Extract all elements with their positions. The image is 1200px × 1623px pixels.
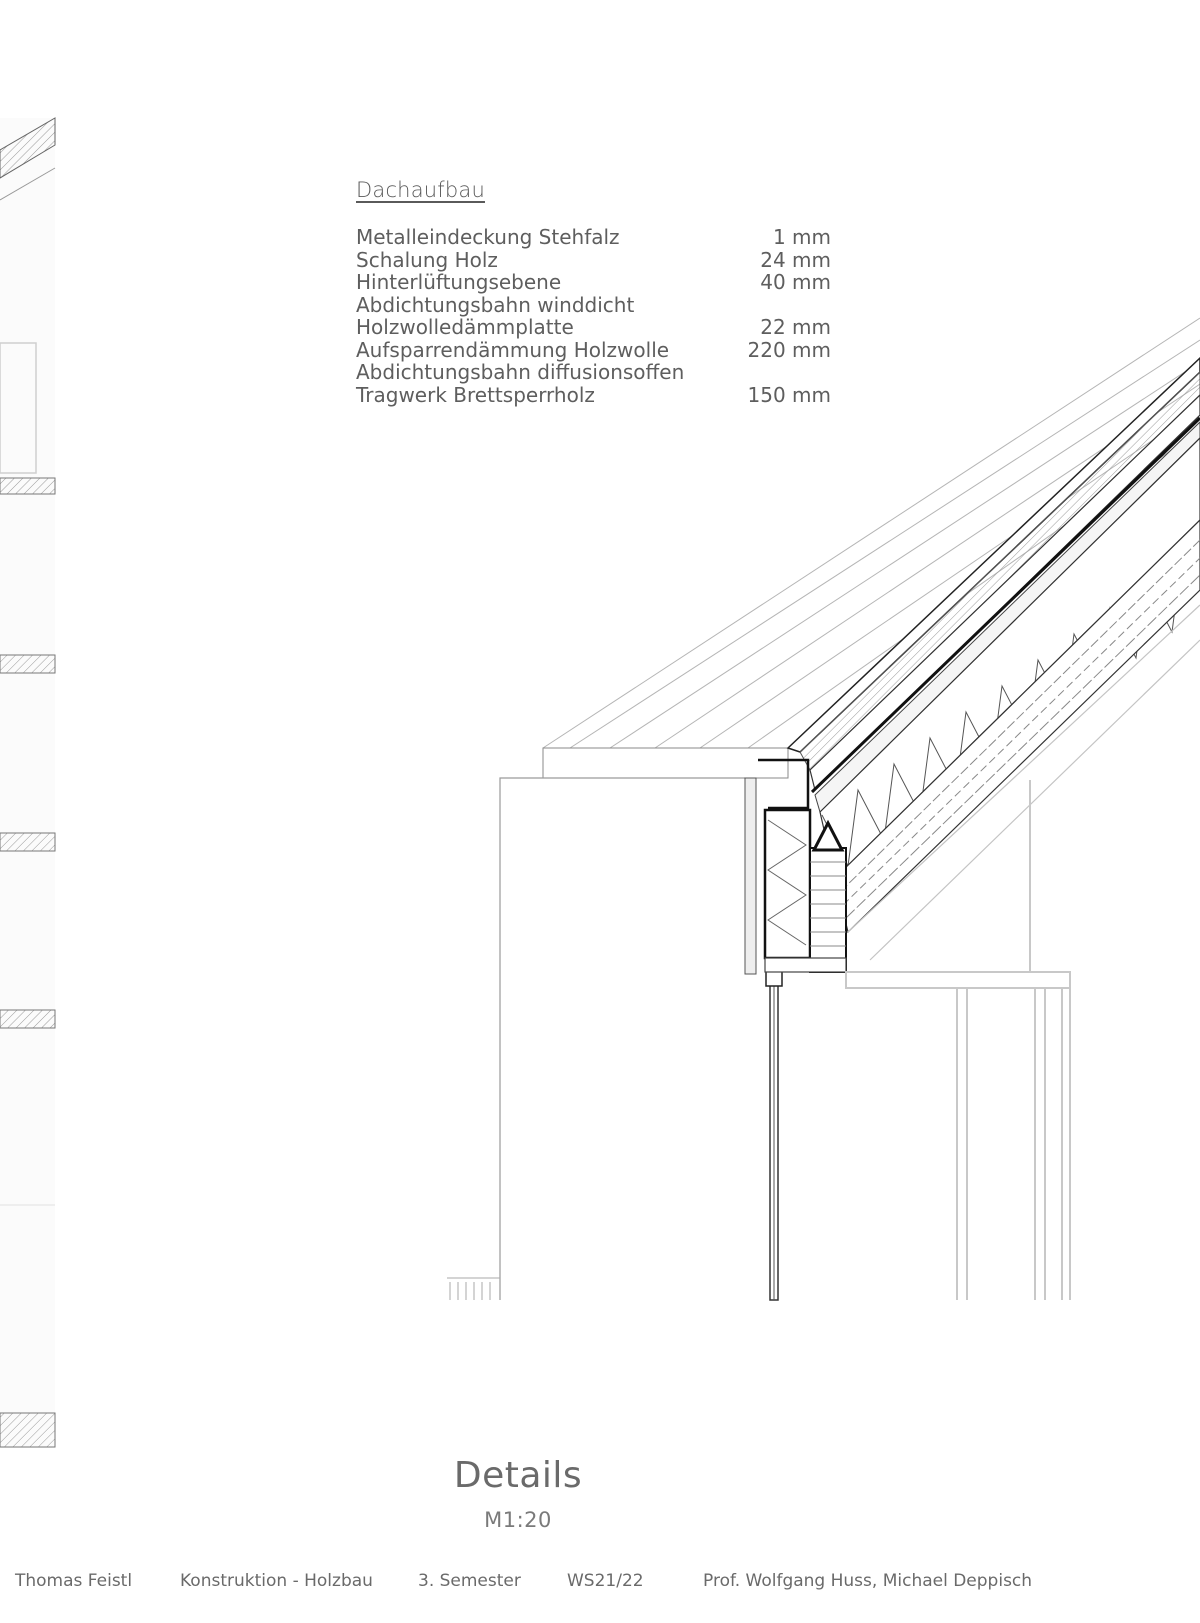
layer-name: Metalleindeckung Stehfalz [356,225,620,249]
adjacent-section-drawing [0,117,56,1448]
layer-row: Abdichtungsbahn diffusionsoffen [356,361,831,384]
layer-row: Abdichtungsbahn winddicht [356,292,831,317]
layer-thickness: 1 mm [772,225,831,249]
layer-thickness: 40 mm [760,270,831,294]
layer-thickness: 150 mm [747,382,832,407]
footer: Thomas Feistl Konstruktion - Holzbau 3. … [0,1571,1200,1595]
footer-author: Thomas Feistl [15,1571,133,1591]
layer-row: Hinterlüftungsebene 40 mm [356,271,831,294]
roof-layer-legend: Dachaufbau Metalleindeckung Stehfalz 1 m… [356,178,831,406]
layer-thickness: 24 mm [760,247,831,272]
layer-name: Abdichtungsbahn winddicht [356,292,635,317]
layer-row: Schalung Holz 24 mm [356,247,831,272]
layer-name: Hinterlüftungsebene [356,270,562,294]
layer-row: Aufsparrendämmung Holzwolle 220 mm [356,337,832,362]
layer-thickness: 22 mm [760,315,831,339]
layer-row: Tragwerk Brettsperrholz 150 mm [356,382,832,407]
layer-name: Tragwerk Brettsperrholz [356,382,595,407]
eaves-detail [758,758,847,973]
layer-thickness: 220 mm [747,337,832,362]
layer-row: Holzwolledämmplatte 22 mm [356,316,831,339]
layer-name: Abdichtungsbahn diffusionsoffen [356,360,685,384]
layer-row: Metalleindeckung Stehfalz 1 mm [356,226,831,249]
roof-buildup [786,356,1200,961]
legend-title: Dachaufbau [356,178,485,202]
drawing-title: Details [453,1455,583,1496]
layer-name: Aufsparrendämmung Holzwolle [356,337,670,362]
footer-term: WS21/22 [567,1571,644,1591]
wall-section [447,777,783,1301]
footer-course: Konstruktion - Holzbau [180,1571,373,1591]
layer-name: Schalung Holz [356,247,498,272]
interior-elements [845,780,1071,1300]
footer-semester: 3. Semester [418,1571,521,1591]
drawing-scale: M1:20 [484,1508,552,1532]
layer-name: Holzwolledämmplatte [356,315,574,339]
footer-professors: Prof. Wolfgang Huss, Michael Deppisch [703,1571,1033,1591]
